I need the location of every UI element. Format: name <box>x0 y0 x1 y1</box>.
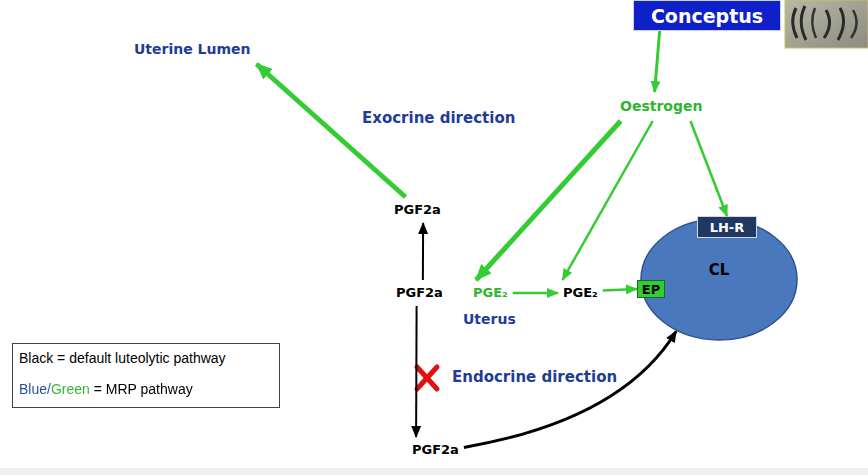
edge-label: Exocrine direction <box>362 109 515 127</box>
pathway-arrow <box>476 121 621 280</box>
pathway-arrow <box>655 31 660 92</box>
pathway-arrow <box>603 289 637 290</box>
receptor-box: LH-R <box>697 216 757 238</box>
location-text: Uterine Lumen <box>128 35 257 64</box>
receptor-box: EP <box>637 280 665 298</box>
pathway-arrow <box>422 223 424 280</box>
corpus-luteum-ellipse: CL LH-R EP <box>640 218 798 341</box>
edge-label: Endocrine direction <box>452 368 617 386</box>
legend-text: Blue/Green = MRP pathway <box>19 381 193 398</box>
node-text: Uterine Lumen <box>134 41 251 57</box>
node-text: PGF2a <box>396 285 443 300</box>
block-cross <box>417 367 437 389</box>
legend-row: Black = default luteolytic pathway <box>19 350 279 367</box>
node-text: PGE₂ <box>473 285 508 300</box>
hormone-text: PGF2a <box>391 280 448 306</box>
node-text: EP <box>642 282 660 297</box>
hormone-text: PGE₂ <box>468 280 513 306</box>
legend-box: Black = default luteolytic pathwayBlue/G… <box>12 343 280 408</box>
node-text: PGF2a <box>394 202 441 217</box>
pathway-arrow <box>690 121 727 216</box>
embryo-photo <box>785 0 868 48</box>
node-text: Oestrogen <box>620 98 702 114</box>
hormone-text: Oestrogen <box>614 92 708 121</box>
node-text: PGE₂ <box>563 285 598 300</box>
hormone-text: PGF2a <box>407 437 464 463</box>
pathway-arrow <box>513 292 558 295</box>
node-text: LH-R <box>710 220 745 235</box>
pathway-arrow <box>562 121 652 280</box>
node-text: PGF2a <box>412 442 459 457</box>
node-text: Conceptus <box>651 5 763 27</box>
pathway-arrow <box>257 64 406 197</box>
legend-row: Blue/Green = MRP pathway <box>19 381 279 398</box>
region-label: Uterus <box>463 311 516 327</box>
pathway-arrow <box>415 306 418 437</box>
pathway-arrow <box>464 331 676 447</box>
hormone-text: PGE₂ <box>558 280 603 306</box>
legend-text: Black = default luteolytic pathway <box>19 350 226 366</box>
node-text: CL <box>640 261 798 279</box>
hormone-text: PGF2a <box>389 197 446 223</box>
source-box: Conceptus <box>633 0 781 31</box>
slide-edge <box>0 468 868 475</box>
